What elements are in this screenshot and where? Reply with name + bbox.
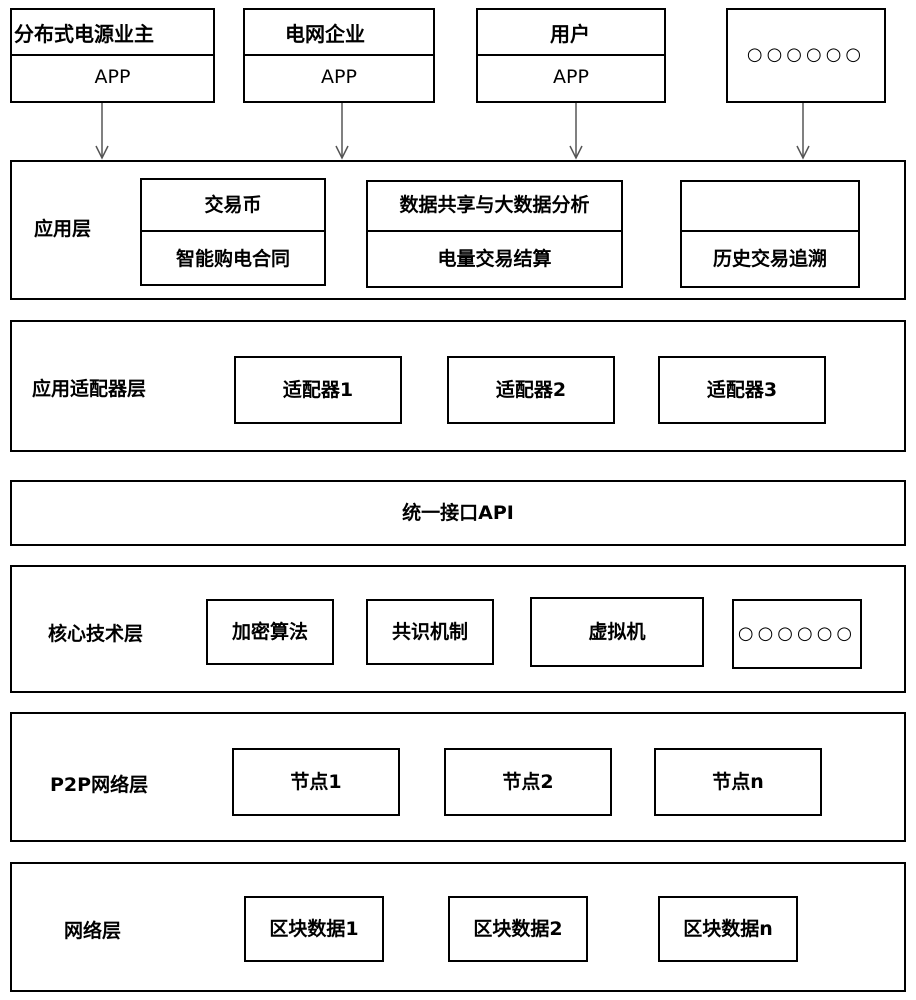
adapter-box-3: 适配器3 [658,356,826,424]
core-item-virtual-machine: 虚拟机 [530,597,704,667]
layer-label: 应用层 [34,218,92,240]
stakeholder-box-grid-company: 电网企业 APP [243,8,435,103]
node-label: 节点1 [290,770,342,793]
connector-arrows [95,103,810,160]
ellipsis-dots: ○○○○○○ [746,44,866,65]
core-item-more: ○○○○○○ [732,599,862,669]
divider [12,54,213,56]
stakeholder-box-dg-owner: 分布式电源业主 APP [10,8,215,103]
divider [142,230,324,232]
core-item-label: 共识机制 [391,620,468,643]
block-data-box-1: 区块数据1 [244,896,384,962]
network-layer: 网络层 区块数据1 区块数据2 区块数据n [10,862,906,992]
core-item-label: 虚拟机 [588,620,646,643]
block-data-box-n: 区块数据n [658,896,798,962]
adapter-layer: 应用适配器层 适配器1 适配器2 适配器3 [10,320,906,452]
app-label: APP [94,66,131,88]
stakeholder-box-more: ○○○○○○ [726,8,886,103]
stakeholder-title: 用户 [550,22,590,46]
node-box-n: 节点n [654,748,822,816]
node-box-1: 节点1 [232,748,400,816]
stakeholder-title: 电网企业 [285,22,365,46]
module-bottom-label: 智能购电合同 [175,248,290,270]
adapter-box-2: 适配器2 [447,356,615,424]
app-module-history-trace: 历史交易追溯 [680,180,860,288]
layer-label: 应用适配器层 [32,378,147,400]
adapter-box-1: 适配器1 [234,356,402,424]
layer-label: P2P网络层 [50,774,149,796]
block-data-label: 区块数据2 [473,917,563,940]
application-layer: 应用层 交易币 智能购电合同 数据共享与大数据分析 电量交易结算 历史交易追溯 [10,160,906,300]
api-layer: 统一接口API [10,480,906,546]
node-label: 节点2 [502,770,554,793]
module-top-label: 交易币 [204,194,262,216]
app-label: APP [553,66,589,88]
adapter-label: 适配器2 [495,378,567,401]
block-data-box-2: 区块数据2 [448,896,588,962]
module-bottom-label: 历史交易追溯 [712,248,827,270]
core-item-consensus: 共识机制 [366,599,494,665]
divider [245,54,433,56]
module-bottom-label: 电量交易结算 [437,248,552,270]
p2p-network-layer: P2P网络层 节点1 节点2 节点n [10,712,906,842]
divider [368,230,621,232]
core-item-label: 加密算法 [231,620,308,643]
core-technology-layer: 核心技术层 加密算法 共识机制 虚拟机 ○○○○○○ [10,565,906,693]
core-item-encryption: 加密算法 [206,599,334,665]
layer-label: 网络层 [64,920,122,942]
block-data-label: 区块数据n [683,917,773,940]
module-top-label: 数据共享与大数据分析 [399,194,590,216]
ellipsis-dots: ○○○○○○ [737,623,857,644]
adapter-label: 适配器3 [706,378,778,401]
divider [478,54,664,56]
app-module-token-contract: 交易币 智能购电合同 [140,178,326,286]
node-label: 节点n [712,770,764,793]
divider [682,230,858,232]
adapter-label: 适配器1 [282,378,354,401]
app-label: APP [321,66,357,88]
block-data-label: 区块数据1 [269,917,359,940]
node-box-2: 节点2 [444,748,612,816]
stakeholder-box-user: 用户 APP [476,8,666,103]
app-module-data-settlement: 数据共享与大数据分析 电量交易结算 [366,180,623,288]
layer-label: 统一接口API [402,501,514,524]
stakeholder-title: 分布式电源业主 [14,22,154,46]
layer-label: 核心技术层 [48,623,144,645]
